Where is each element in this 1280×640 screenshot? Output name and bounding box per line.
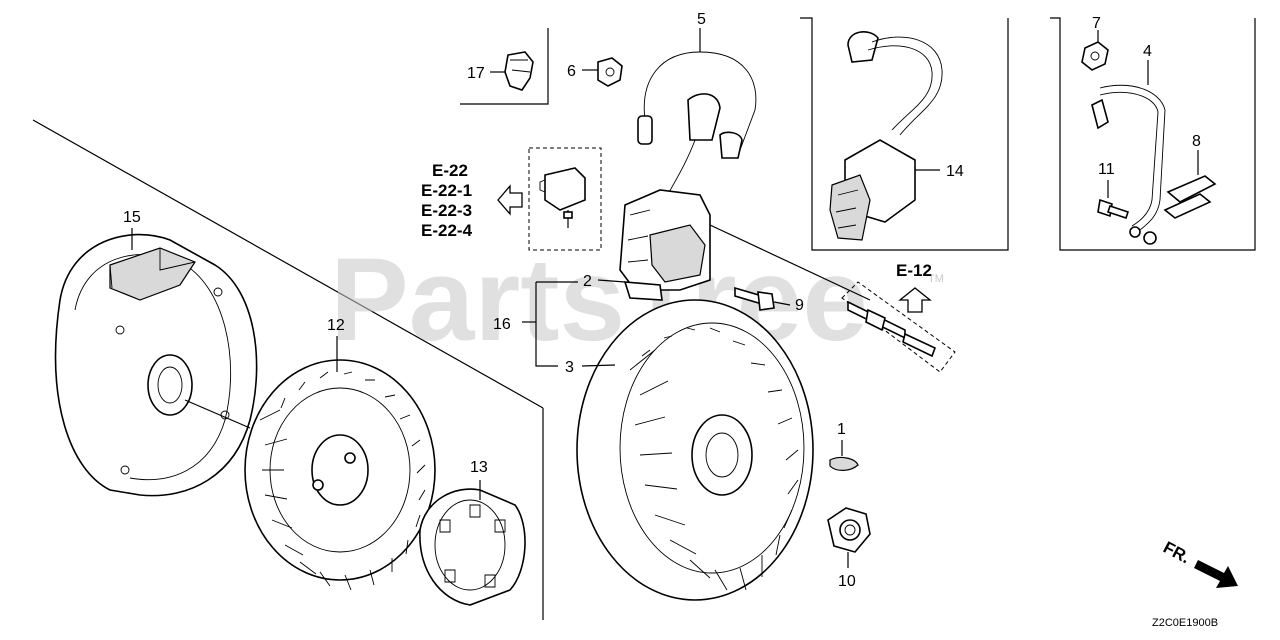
- callout-9: 9: [795, 297, 804, 314]
- stud-dashed-box: [841, 281, 956, 373]
- ref-arrow-up: [898, 287, 932, 313]
- ignition-coil: [619, 51, 871, 301]
- callout-16: 16: [493, 316, 511, 333]
- callout-17: 17: [467, 65, 485, 82]
- sensor-module-box: [528, 147, 602, 251]
- part-13-pulley: [419, 488, 526, 606]
- part-6-clip: [582, 57, 623, 87]
- part-17-clamp: [490, 51, 534, 91]
- callout-12: 12: [327, 317, 345, 334]
- ref-e12: E-12: [896, 261, 932, 280]
- part-15-cover: [54, 233, 258, 497]
- ref-e22-1: E-22-1: [421, 181, 472, 200]
- callout-10: 10: [838, 573, 856, 590]
- watermark-tm: TM: [928, 273, 944, 285]
- callout-3: 3: [565, 359, 574, 376]
- callout-7: 7: [1092, 15, 1101, 32]
- part-10-nut: [827, 507, 871, 568]
- reference-labels: E-22 E-22-1 E-22-3 E-22-4 E-12: [421, 161, 932, 280]
- leader-lines: [131, 28, 940, 500]
- ref-arrow-left: [497, 184, 523, 216]
- callout-4: 4: [1143, 43, 1152, 60]
- watermark-text: PartsTree: [330, 234, 868, 366]
- callout-11: 11: [1098, 161, 1115, 178]
- fr-label: FR.: [1160, 538, 1193, 568]
- ref-e22-3: E-22-3: [421, 201, 472, 220]
- callout-8: 8: [1192, 133, 1201, 150]
- callout-14: 14: [946, 163, 964, 180]
- callout-1: 1: [837, 421, 846, 438]
- part-11-bolt: [1097, 180, 1130, 220]
- part-9-bolt: [734, 286, 775, 311]
- diagram-code: Z2C0E1900B: [1152, 617, 1218, 629]
- callout-13: 13: [470, 459, 488, 476]
- part-4-harness: [1091, 60, 1166, 245]
- callout-6: 6: [567, 63, 576, 80]
- part-14-coil: [829, 31, 943, 241]
- part-1-key: [829, 440, 859, 471]
- callout-5: 5: [697, 11, 706, 28]
- ref-e22: E-22: [432, 161, 468, 180]
- callout-2: 2: [583, 273, 592, 290]
- ref-e22-4: E-22-4: [421, 221, 473, 240]
- part-7-clamp: [1081, 30, 1109, 71]
- part-8-clip: [1163, 150, 1217, 219]
- fr-direction-arrow: FR.: [1160, 538, 1238, 588]
- callouts: 15 12 13 17 6 5 2 16 3 9 1 10 14 7 4 11 …: [123, 11, 1201, 590]
- callout-15: 15: [123, 209, 141, 226]
- part-12-fan: [244, 359, 436, 591]
- flywheel: [576, 299, 814, 601]
- frame-lines: [32, 17, 1256, 620]
